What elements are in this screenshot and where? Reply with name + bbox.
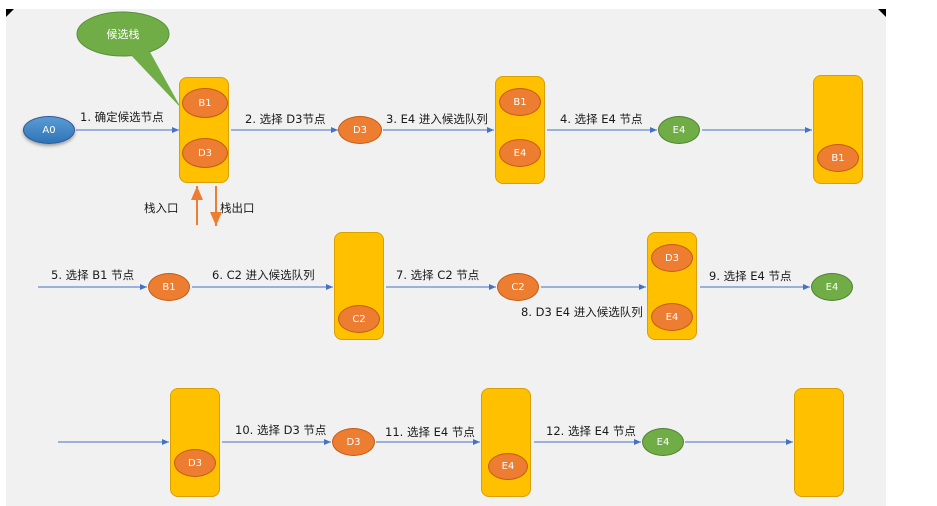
candidate-stack-2: B1 E4 bbox=[495, 76, 545, 184]
step-7-label: 7. 选择 C2 节点 bbox=[396, 268, 480, 282]
step-5-label: 5. 选择 B1 节点 bbox=[51, 268, 135, 282]
stack-node: B1 bbox=[499, 88, 541, 116]
node-d3: D3 bbox=[338, 116, 382, 144]
node-d3: D3 bbox=[332, 428, 375, 456]
step-3-label: 3. E4 进入候选队列 bbox=[386, 112, 488, 126]
step-6-label: 6. C2 进入候选队列 bbox=[212, 268, 315, 282]
stack-in-label: 栈入口 bbox=[144, 201, 179, 215]
stack-node: E4 bbox=[499, 139, 541, 167]
step-12-label: 12. 选择 E4 节点 bbox=[546, 424, 636, 438]
node-b1: B1 bbox=[148, 273, 190, 301]
candidate-stack-8-empty bbox=[794, 388, 844, 497]
candidate-stack-7: E4 bbox=[481, 388, 531, 497]
callout-label: 候选栈 bbox=[106, 28, 140, 41]
candidate-stack-1: B1 D3 bbox=[179, 77, 229, 183]
node-e4: E4 bbox=[642, 428, 684, 456]
stack-out-label: 栈出口 bbox=[220, 201, 255, 215]
candidate-stack-4: C2 bbox=[334, 232, 384, 340]
stack-node: D3 bbox=[174, 449, 216, 477]
step-8-label: 8. D3 E4 进入候选队列 bbox=[521, 305, 643, 319]
stack-node: E4 bbox=[488, 453, 528, 480]
corner-mark bbox=[878, 9, 886, 17]
stack-node: D3 bbox=[651, 244, 693, 272]
diagram-panel bbox=[6, 9, 886, 506]
callout-bubble bbox=[76, 11, 181, 108]
step-11-label: 11. 选择 E4 节点 bbox=[385, 425, 475, 439]
step-2-label: 2. 选择 D3节点 bbox=[245, 112, 326, 126]
step-4-label: 4. 选择 E4 节点 bbox=[560, 112, 643, 126]
step-10-label: 10. 选择 D3 节点 bbox=[235, 423, 327, 437]
stack-node: C2 bbox=[338, 305, 380, 333]
stack-node: B1 bbox=[817, 144, 859, 172]
step-9-label: 9. 选择 E4 节点 bbox=[709, 269, 792, 283]
node-e4: E4 bbox=[811, 273, 853, 301]
node-a0: A0 bbox=[23, 116, 75, 144]
stack-node: E4 bbox=[651, 303, 693, 331]
node-e4: E4 bbox=[658, 116, 700, 144]
candidate-stack-6: D3 bbox=[170, 388, 220, 497]
candidate-stack-5: D3 E4 bbox=[647, 232, 697, 340]
node-c2: C2 bbox=[497, 273, 539, 301]
candidate-stack-3: B1 bbox=[813, 75, 863, 184]
corner-mark bbox=[6, 9, 14, 17]
stack-node: B1 bbox=[182, 88, 228, 118]
stack-node: D3 bbox=[182, 138, 228, 168]
step-1-label: 1. 确定候选节点 bbox=[80, 110, 164, 124]
